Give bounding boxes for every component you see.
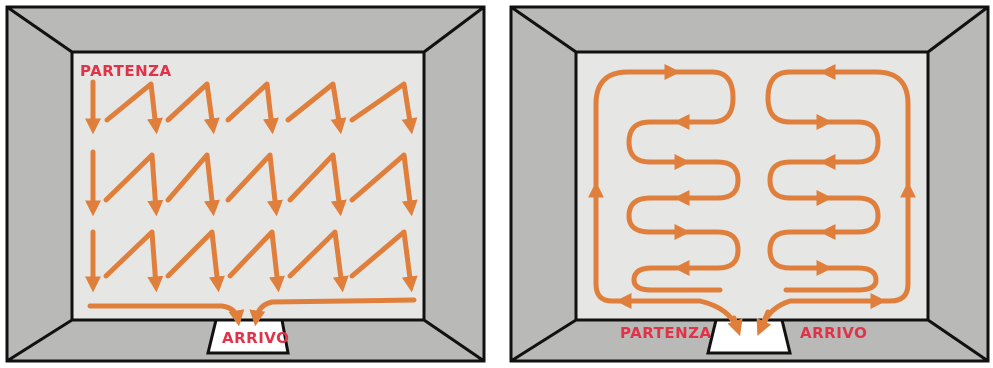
path-row-1 [84, 79, 418, 135]
arrow-door-start [727, 315, 743, 337]
start-label-right: PARTENZA [620, 324, 712, 342]
door-right [706, 318, 792, 355]
end-label-left: ARRIVO [222, 329, 289, 347]
path-right-serpentine [759, 69, 911, 331]
path-row-3 [84, 229, 418, 293]
room-right-corner-lines [510, 5, 989, 363]
cleaning-path-right [587, 63, 917, 337]
start-label-left: PARTENZA [80, 62, 172, 80]
room-right: PARTENZA ARRIVO [509, 5, 990, 363]
path-row-2 [84, 149, 418, 217]
path-left-serpentine [593, 69, 741, 333]
room-left: PARTENZA ARRIVO [5, 5, 486, 363]
path-bottom-right-run [249, 297, 417, 327]
path-bottom-left-run [87, 303, 245, 327]
end-label-right: ARRIVO [800, 324, 867, 342]
cleaning-path-left [84, 79, 418, 327]
room-left-corner-lines [6, 5, 485, 363]
arrow-door-end [756, 309, 772, 336]
